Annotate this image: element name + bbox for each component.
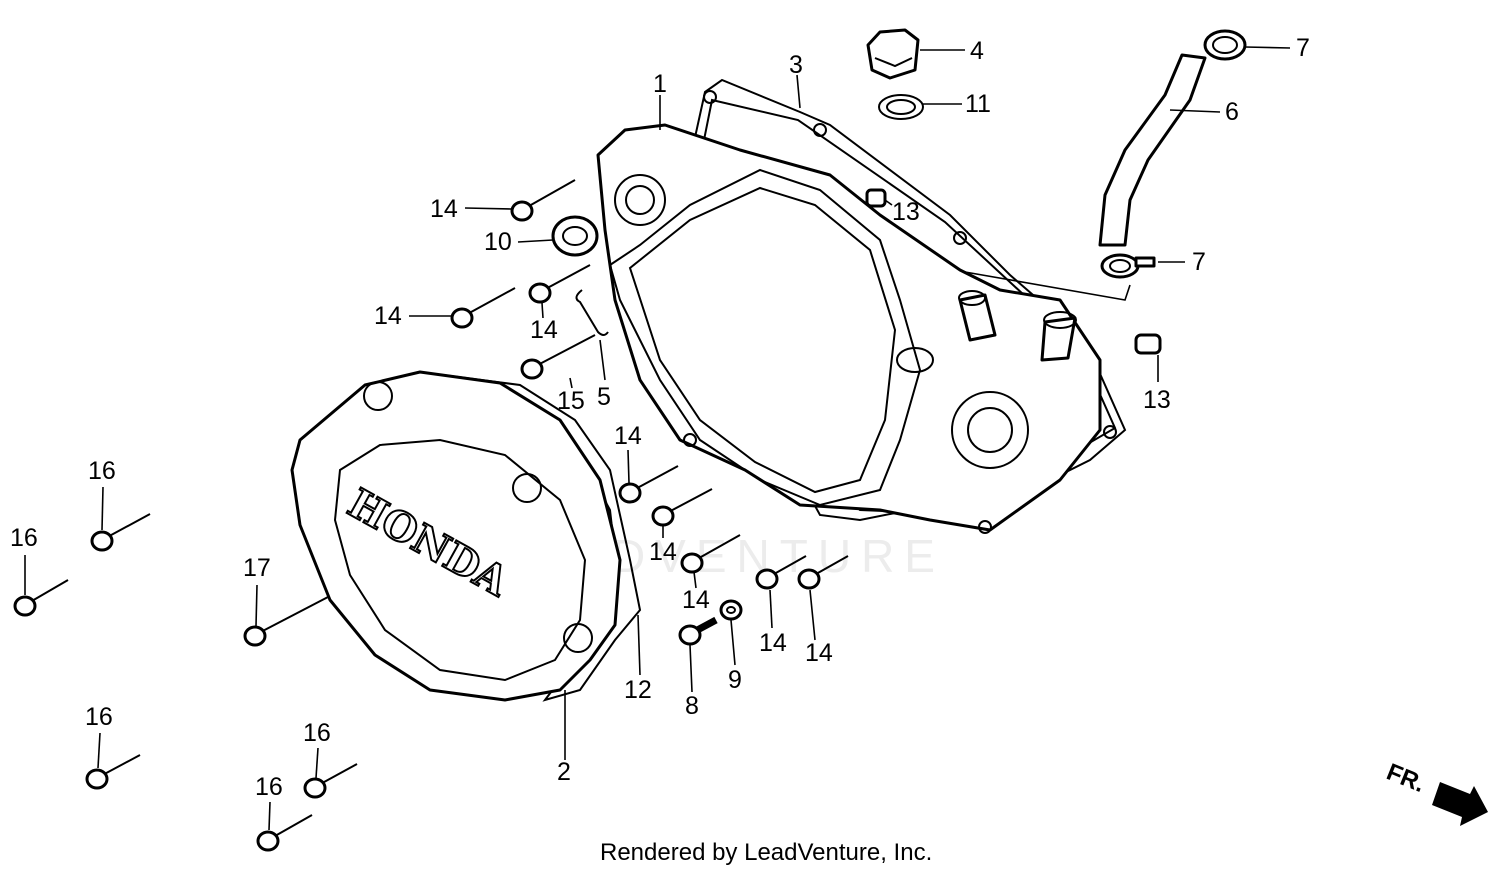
right-crankcase-cover-1 (596, 123, 1102, 532)
bolt-14 (680, 534, 741, 574)
callout-13-lower: 13 (1143, 386, 1171, 414)
cover-2-boss (563, 623, 593, 653)
bolt-14 (797, 555, 849, 590)
o-ring-11-inner (886, 99, 916, 115)
callout-10: 10 (484, 228, 512, 256)
callout-15: 15 (557, 387, 585, 415)
callout-14: 14 (805, 639, 833, 667)
dowel-pin-13 (1134, 333, 1162, 355)
bolt-hole (978, 520, 992, 534)
callout-14: 14 (682, 586, 710, 614)
bolt-15 (520, 334, 596, 380)
cover-1-clutch-opening (608, 168, 922, 507)
bolt-14 (755, 555, 807, 590)
callout-13-upper: 13 (892, 198, 920, 226)
bolt-hole (703, 90, 717, 104)
callout-9: 9 (728, 666, 742, 694)
bolt-16 (256, 814, 313, 852)
callout-2: 2 (557, 758, 571, 786)
bolt-14 (618, 465, 679, 504)
oil-filler-cap-4 (866, 28, 920, 80)
oil-seal-10 (551, 215, 599, 257)
callout-11: 11 (965, 90, 991, 118)
washer-9 (719, 599, 743, 621)
cover-1-kick-boss-inner (625, 185, 655, 215)
bolt-hole (813, 123, 827, 137)
clutch-cover-2 (290, 370, 622, 702)
callout-7-bottom: 7 (1192, 248, 1206, 276)
water-pump-housing-inner (967, 407, 1013, 453)
cover-2-boss (363, 381, 393, 411)
leader-lines (24, 46, 1291, 831)
water-hose-6 (1098, 53, 1207, 247)
callout-14: 14 (759, 629, 787, 657)
bolt-16 (85, 754, 141, 790)
bolt-hole (1103, 425, 1117, 439)
drain-bolt-8 (678, 616, 718, 646)
water-outlet-left-top (958, 290, 986, 306)
footer-credit: Rendered by LeadVenture, Inc. (600, 839, 932, 866)
oil-filler-hole (896, 347, 934, 373)
cable-clamp-5 (575, 289, 609, 336)
callout-3: 3 (789, 51, 803, 79)
water-outlet-right (1040, 316, 1077, 362)
callout-6: 6 (1225, 98, 1239, 126)
callout-12: 12 (624, 676, 652, 704)
bolt-16 (90, 513, 151, 552)
bolt-17 (243, 596, 329, 647)
front-direction-indicator: FR. (1383, 759, 1488, 826)
bolt-16 (303, 763, 358, 799)
callout-14: 14 (374, 302, 402, 330)
o-ring-11 (878, 94, 924, 120)
water-outlet-right-top (1043, 311, 1077, 329)
cover-1-kick-boss (614, 174, 666, 226)
bolt-hole (953, 231, 967, 245)
callout-16: 16 (255, 773, 283, 801)
callout-16: 16 (303, 719, 331, 747)
cover-2-boss (512, 473, 542, 503)
hose-clamp-7-top (1203, 29, 1247, 61)
callout-14: 14 (649, 538, 677, 566)
callout-8: 8 (685, 692, 699, 720)
cover-1-clutch-opening-inner (628, 186, 897, 494)
callout-17: 17 (243, 554, 271, 582)
water-pump-housing (951, 391, 1029, 469)
clutch-cover-2-face (333, 438, 587, 682)
bolt-14 (528, 264, 591, 304)
callout-16: 16 (10, 524, 38, 552)
water-outlet-left (958, 293, 997, 342)
callout-7-top: 7 (1296, 34, 1310, 62)
callout-16: 16 (88, 457, 116, 485)
bolt-14 (651, 488, 713, 527)
front-arrow-icon (1432, 782, 1488, 826)
callout-1: 1 (653, 70, 667, 98)
bolt-16 (13, 579, 69, 617)
callout-16: 16 (85, 703, 113, 731)
hose-clamp-7-bottom (1100, 253, 1156, 279)
callout-5: 5 (597, 383, 611, 411)
bolt-14 (510, 179, 576, 222)
callout-14: 14 (530, 316, 558, 344)
dowel-pin-13 (865, 188, 887, 208)
callout-14: 14 (430, 195, 458, 223)
bolt-14 (450, 287, 516, 329)
callout-4: 4 (970, 37, 984, 65)
front-direction-label: FR. (1383, 759, 1429, 799)
bolt-hole (683, 433, 697, 447)
callout-14: 14 (614, 422, 642, 450)
